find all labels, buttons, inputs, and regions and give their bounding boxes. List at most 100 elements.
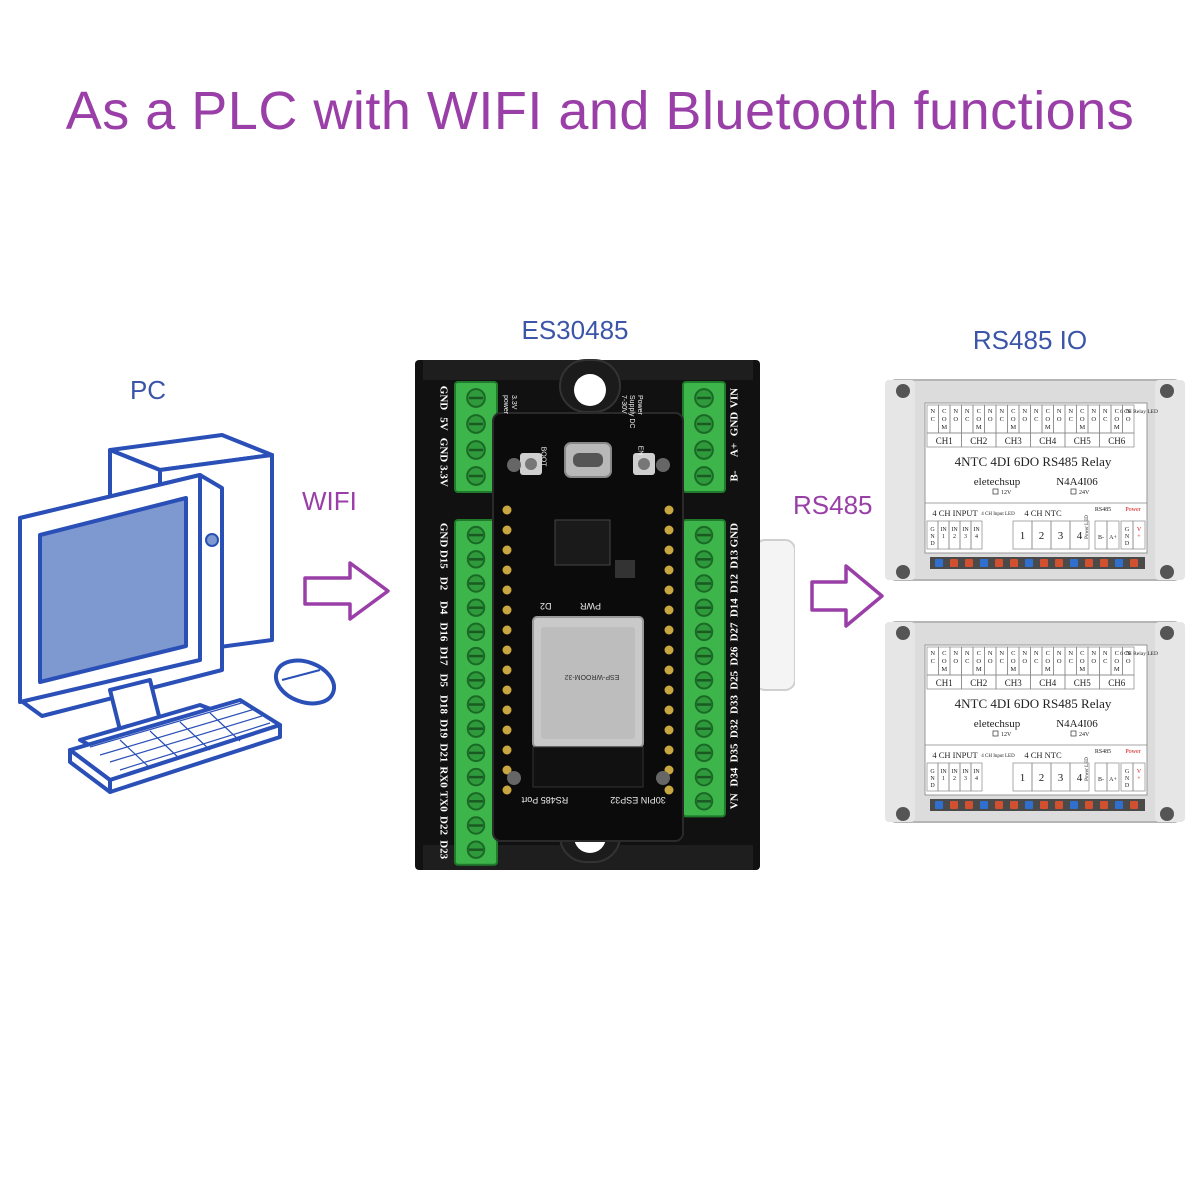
io-top-cell-text: N [953, 408, 958, 415]
io-top-cell-text: N [1057, 408, 1062, 415]
io-in-cell-text: IN [951, 769, 958, 775]
header-pin-right [664, 665, 674, 675]
wifi-arrow-icon [303, 561, 390, 621]
io-top-cell-text: N [988, 408, 993, 415]
io-in-cell-text: 4 [975, 776, 978, 782]
io-top-cell-text: C [1103, 416, 1107, 423]
right-pin-label: D27 [729, 622, 741, 641]
io-terminal [1115, 559, 1123, 567]
header-pin-right [664, 705, 674, 715]
io-channel-label: CH1 [936, 678, 953, 688]
io-in-cell-text: 1 [942, 534, 945, 540]
io-top-cell-text: O [1091, 416, 1096, 423]
io-top-cell-text: C [977, 650, 981, 657]
left-top-pin-label: 3.3V [437, 465, 449, 487]
io-pwr-cell-text: D [1125, 541, 1130, 547]
page-title: As a PLC with WIFI and Bluetooth functio… [65, 81, 1135, 141]
io-in-cell-text: IN [962, 769, 969, 775]
right-pin-label: D34 [729, 767, 741, 786]
io-pwr-cell [1132, 762, 1146, 792]
rs485-port-label: RS485 Port [521, 795, 569, 805]
io-relay-led: 6 CH Relay LED [1120, 651, 1158, 657]
io-in-cell-text: 3 [964, 534, 967, 540]
header-pin-left [502, 765, 512, 775]
io-top-cell-text: M [1010, 666, 1016, 673]
io-top-cell-text: C [1034, 658, 1038, 665]
io-top-cell-text: C [1080, 408, 1084, 415]
header-pin-right [664, 645, 674, 655]
io-terminal-strip [930, 799, 1145, 811]
header-pin-left [502, 705, 512, 715]
io-top-cell-text: N [1022, 650, 1027, 657]
io-pwr-cell-text: D [1125, 783, 1130, 789]
io-top-cell-text: O [1011, 416, 1016, 423]
io-channel-label: CH5 [1074, 678, 1092, 688]
io-12v-box [992, 730, 999, 737]
io-ntc4: 4 CH NTC [1024, 750, 1062, 760]
io-top-cell-text: O [953, 416, 958, 423]
left-pin-label: D23 [437, 840, 449, 859]
left-top-pin-label: 5V [437, 417, 449, 431]
io-top-cell-text: N [999, 408, 1004, 415]
io-terminal [980, 801, 988, 809]
io-ntc-cell-text: 2 [1039, 530, 1045, 542]
io-module-2: NCCOMNONCCOMNONCCOMNONCCOMNONCCOMNONCCOM… [885, 621, 1185, 823]
io-bus-cell-text: A+ [1109, 777, 1117, 783]
io-top-cell-text: C [965, 658, 969, 665]
right-top-pin-label: VIN [729, 388, 741, 408]
io-in-cell-text: N [930, 776, 935, 782]
left-pin-label: D18 [437, 695, 449, 714]
io-in-cell-text: D [930, 541, 935, 547]
io-top-cell-text: N [1022, 408, 1027, 415]
left-pin-label: D5 [437, 674, 449, 688]
io-top-cell-text: C [1046, 650, 1050, 657]
io-top-cell-text: C [1046, 408, 1050, 415]
io-ntc4: 4 CH NTC [1024, 508, 1062, 518]
io-mount-hole [896, 565, 910, 579]
io-pwr-cell-text: G [1125, 769, 1130, 775]
right-top-pin-label: A+ [729, 443, 741, 457]
io-top-cell-text: M [1079, 424, 1085, 431]
io-input4: 4 CH INPUT [932, 508, 978, 518]
header-pin-right [664, 605, 674, 615]
io-top-cell-text: O [988, 658, 993, 665]
io-terminal [1010, 559, 1018, 567]
io-in-cell-text: IN [940, 527, 947, 533]
io-ntc-cell [1069, 762, 1090, 792]
power-supply-label: Power Supply DC 7-30V [620, 395, 643, 429]
io-channel-label: CH4 [1039, 678, 1057, 688]
io-pwr-cell-text: N [1125, 776, 1130, 782]
pc-label: PC [129, 375, 167, 405]
header-pin-left [502, 745, 512, 755]
io-24v-box [1070, 730, 1077, 737]
io-24v-box [1070, 488, 1077, 495]
io-top-cell-text: C [977, 408, 981, 415]
left-pin-label: D19 [437, 719, 449, 738]
left-pin-label: D16 [437, 622, 449, 641]
io-terminal [1100, 801, 1108, 809]
io-top-cell-text: O [988, 416, 993, 423]
io-code: N4A4I06 [1056, 476, 1098, 488]
io-mount-hole [1160, 807, 1174, 821]
io-in-cell-text: IN [951, 527, 958, 533]
io-bus-cell-text: B- [1098, 777, 1104, 783]
io-terminal [1085, 559, 1093, 567]
io-top-cell-text: N [1034, 408, 1039, 415]
header-pin-right [664, 725, 674, 735]
io-top-cell-text: M [1079, 666, 1085, 673]
header-pin-right [664, 745, 674, 755]
io-terminal [1130, 559, 1138, 567]
io-top-cell-text: O [1045, 658, 1050, 665]
io-in-cell-text: 1 [942, 776, 945, 782]
controller-label: ES30485 [521, 315, 629, 345]
io-terminal [965, 559, 973, 567]
io-24v: 24V [1079, 490, 1090, 496]
header-pin-left [502, 785, 512, 795]
io-top-cell-text: N [965, 408, 970, 415]
io-top-cell-text: O [1045, 416, 1050, 423]
io-label-sheet [924, 644, 1148, 796]
right-pin-label: D26 [729, 646, 741, 665]
io-terminal [995, 801, 1003, 809]
header-pin-left [502, 725, 512, 735]
io-terminal [950, 801, 958, 809]
